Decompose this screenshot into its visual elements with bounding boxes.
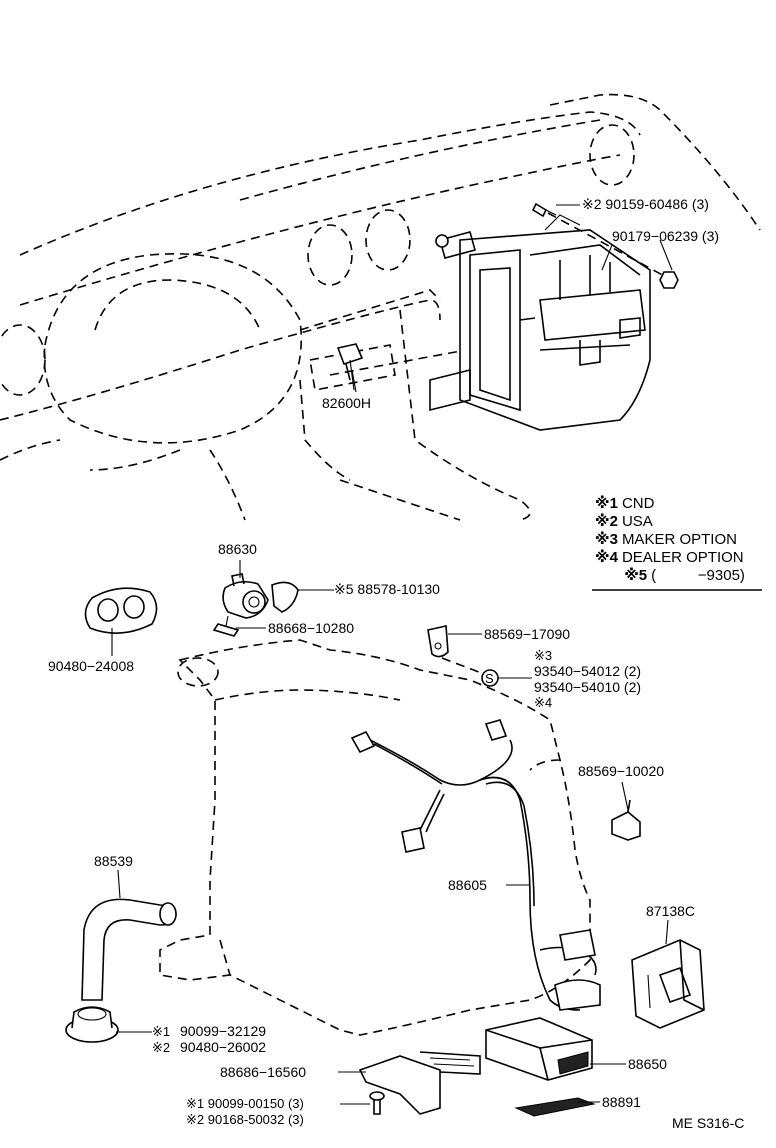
label-marker-3: ※3 xyxy=(534,648,552,663)
holder-88668 xyxy=(212,615,240,637)
wire-harness-88605 xyxy=(350,719,601,1011)
label-88891: 88891 xyxy=(602,1094,641,1110)
grommet-90480-24008 xyxy=(84,587,158,634)
clip-82600h xyxy=(336,343,364,393)
label-87138c: 87138C xyxy=(646,903,695,919)
label-88668-10280: 88668−10280 xyxy=(268,620,354,636)
svg-text:S: S xyxy=(485,671,494,686)
screw-90099-00150 xyxy=(369,1091,385,1115)
grommet-90099-32129 xyxy=(65,1006,119,1043)
label-90179-06239: 90179−06239 (3) xyxy=(612,228,719,244)
label-93540-54010: 93540−54010 (2) xyxy=(534,679,641,695)
pad-88891 xyxy=(514,1097,596,1117)
label-88630: 88630 xyxy=(218,541,257,557)
screw-90159 xyxy=(531,202,557,218)
label-90480-24008: 90480−24008 xyxy=(48,658,134,674)
clip-88578 xyxy=(271,581,299,613)
label-90168-50032: ※2 90168-50032 (3) xyxy=(186,1112,304,1127)
relay-87138c xyxy=(631,939,705,1029)
clip-88569-10020 xyxy=(611,799,641,841)
label-marker-2a: ※2 xyxy=(152,1040,170,1055)
label-marker-4: ※4 xyxy=(534,695,552,710)
label-82600h: 82600H xyxy=(322,395,371,411)
evaporator-housing-outline xyxy=(159,639,591,1036)
label-90099-32129: 90099−32129 xyxy=(180,1023,266,1039)
label-90099-00150: ※1 90099-00150 (3) xyxy=(186,1096,304,1111)
drain-hose-88539 xyxy=(81,898,177,1001)
label-88539: 88539 xyxy=(94,853,133,869)
label-88578-10130: ※5 88578-10130 xyxy=(334,581,440,597)
label-90159-60486: ※2 90159-60486 (3) xyxy=(582,196,709,212)
label-88569-17090: 88569−17090 xyxy=(484,626,570,642)
label-88686-16560: 88686−16560 xyxy=(220,1064,306,1080)
bracket-88569-17090 xyxy=(427,625,449,658)
leader-lines xyxy=(111,204,673,1105)
label-marker-1a: ※1 xyxy=(152,1024,170,1039)
bracket-88686-16560 xyxy=(358,1051,481,1115)
legend-item-5: ※5( −9305) xyxy=(595,566,766,584)
heater-unit xyxy=(429,214,651,431)
screw-90179 xyxy=(659,271,679,289)
sensor-88630 xyxy=(222,573,269,619)
label-88605: 88605 xyxy=(448,877,487,893)
label-90480-26002: 90480−26002 xyxy=(180,1039,266,1055)
diagram-reference-code: ME S316-C xyxy=(672,1115,744,1131)
nut-93540: S xyxy=(481,669,499,687)
label-88650: 88650 xyxy=(628,1056,667,1072)
amplifier-88650 xyxy=(485,1017,593,1081)
label-93540-54012: 93540−54012 (2) xyxy=(534,663,641,679)
label-88569-10020: 88569−10020 xyxy=(578,763,664,779)
